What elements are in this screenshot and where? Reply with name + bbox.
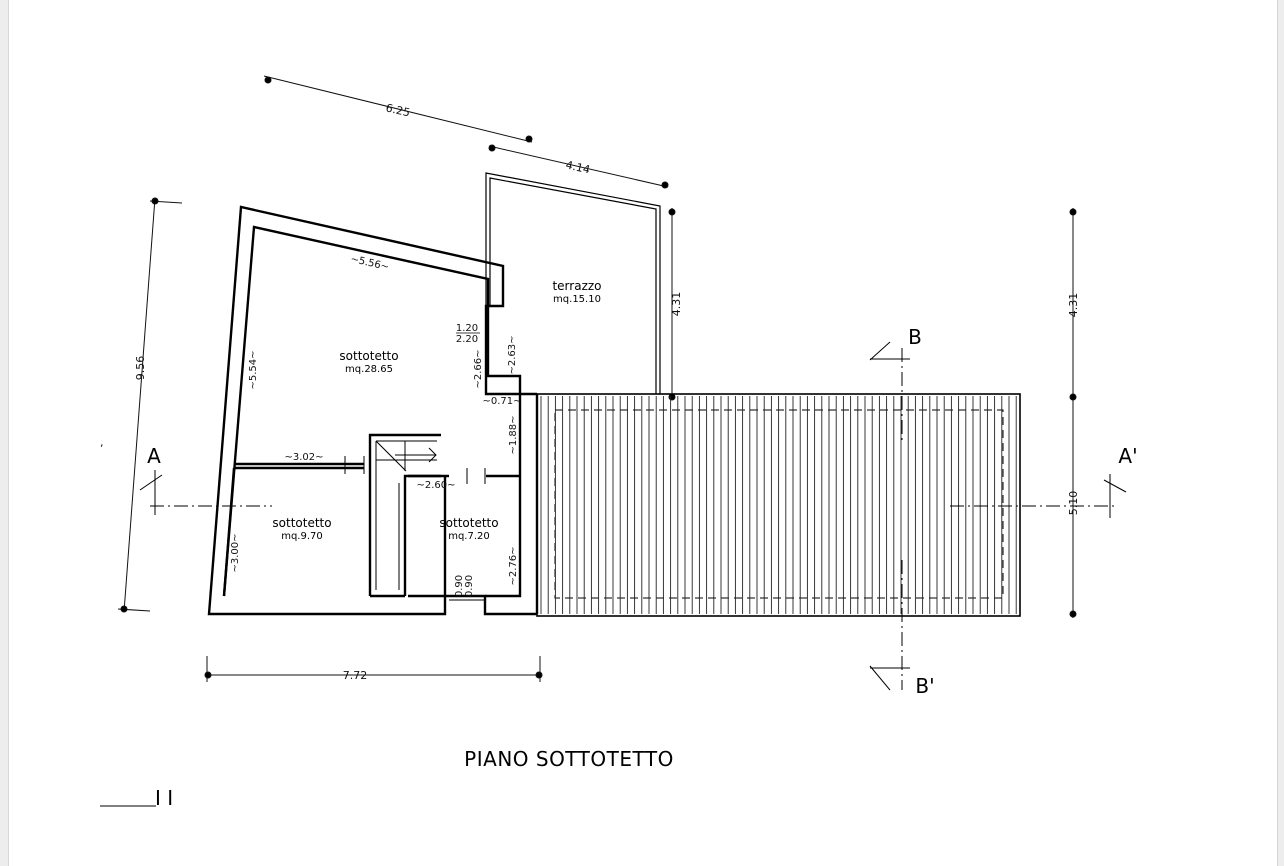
room-area: mq.15.10	[553, 294, 601, 305]
dim-wall-276: ~2.76~	[508, 546, 519, 585]
drawing-title: PIANO SOTTOTETTO	[464, 747, 674, 771]
sheet-right-edge	[1277, 0, 1284, 866]
dim-right-lower: 5.10	[1067, 491, 1080, 516]
dimension-lines	[117, 75, 1077, 682]
dim-door-2: 0.90	[464, 575, 475, 597]
dim-opening-1: 1.20	[456, 323, 478, 334]
room-name: sottotetto	[339, 349, 398, 363]
dim-door-1: 0.90	[454, 575, 465, 597]
scale-glyph: I I	[155, 786, 173, 810]
dim-top-outer: 6.25	[385, 101, 412, 119]
dim-top-terrace: 4.14	[565, 158, 592, 176]
dim-right-upper: 4.31	[1067, 293, 1080, 318]
roof-hatching	[540, 396, 1017, 614]
door-ticks	[344, 456, 486, 601]
section-label-b: B	[908, 325, 922, 349]
terrace-outline	[485, 172, 661, 394]
section-label-b-prime: B'	[915, 674, 934, 698]
dim-opening-2: 2.20	[456, 334, 478, 345]
room-area: mq.28.65	[345, 364, 393, 375]
room-area: mq.9.70	[281, 531, 323, 542]
dim-left-overall: 9.56	[134, 356, 147, 381]
dim-wall-302: ~3.02~	[284, 452, 323, 463]
section-label-a-prime: A'	[1118, 444, 1137, 468]
room-name: sottotetto	[439, 516, 498, 530]
dim-wall-263: ~2.63~	[507, 335, 518, 374]
dim-wall-071: ~0.71~	[482, 396, 521, 407]
dim-wall-260: ~2.60~	[416, 480, 455, 491]
room-name: terrazzo	[552, 279, 601, 293]
dim-terrace-height: 4.31	[670, 292, 683, 317]
room-area: mq.7.20	[448, 531, 490, 542]
sheet-left-edge	[0, 0, 9, 866]
dim-left-wall: ~5.54~	[248, 350, 259, 389]
section-lines	[139, 341, 1127, 691]
dim-bottom-overall: 7.72	[343, 669, 368, 682]
dim-wall-188: ~1.88~	[508, 415, 519, 454]
dim-wall-300: ~3.00~	[230, 533, 241, 572]
room-name: sottotetto	[272, 516, 331, 530]
section-label-a: A	[147, 444, 161, 468]
stair-treads	[375, 440, 437, 590]
dim-wall-266: ~2.66~	[473, 349, 484, 388]
stray-mark: ,	[100, 436, 104, 449]
